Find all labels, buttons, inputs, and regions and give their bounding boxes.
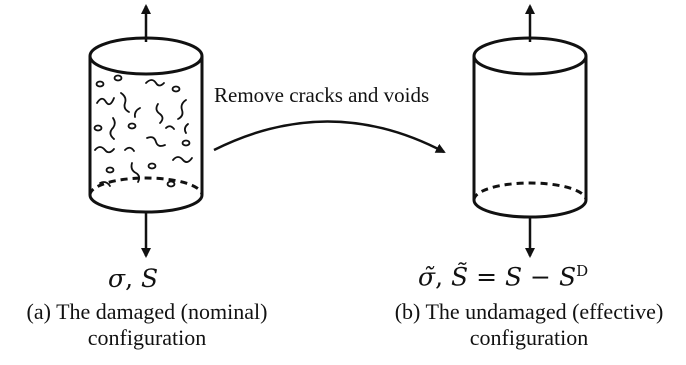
- crack: [120, 92, 130, 113]
- crack: [124, 146, 135, 152]
- left-caption: (a) The damaged (nominal) configuration: [0, 299, 294, 351]
- crack: [183, 123, 189, 134]
- void: [95, 80, 105, 88]
- transformation-label: Remove cracks and voids: [214, 83, 430, 107]
- void: [105, 166, 115, 174]
- damaged-cylinder: [88, 36, 204, 214]
- undamaged-cylinder-top-ellipse: [472, 36, 588, 76]
- crack: [130, 162, 141, 183]
- right-caption: (b) The undamaged (effective) configurat…: [372, 299, 686, 351]
- crack: [165, 125, 175, 130]
- crack: [145, 79, 165, 87]
- sigma-tilde-symbol: σ̃: [418, 262, 436, 292]
- void: [171, 85, 181, 93]
- right-caption-line2: configuration: [469, 325, 589, 350]
- void: [166, 180, 176, 188]
- void: [113, 74, 123, 82]
- crack: [172, 156, 193, 163]
- crack: [146, 136, 166, 147]
- comma: ,: [435, 262, 451, 292]
- crack: [177, 99, 187, 120]
- transformation-arrow: [213, 120, 446, 154]
- equals-sign: =: [468, 262, 505, 292]
- void: [181, 139, 191, 147]
- damaged-cylinder-bottom-front: [88, 194, 204, 214]
- crack: [109, 117, 116, 140]
- crack: [155, 103, 164, 124]
- undamaged-cylinder-bottom-front: [472, 199, 588, 219]
- crack: [94, 146, 115, 154]
- damage-superscript: D: [576, 262, 589, 280]
- sigma-symbol: σ: [108, 264, 126, 293]
- damaged-cylinder-bottom-back: [88, 176, 204, 196]
- void: [93, 124, 103, 132]
- S-symbol: S: [504, 262, 523, 292]
- S-tilde-symbol: S̃: [450, 262, 469, 292]
- S-symbol: S: [140, 264, 159, 293]
- undamaged-cylinder-bottom-back: [472, 181, 588, 201]
- left-caption-line1: (a) The damaged (nominal): [26, 299, 268, 324]
- nominal-quantities: σ, S: [108, 264, 158, 293]
- crack: [133, 107, 141, 118]
- left-caption-line2: configuration: [87, 325, 207, 350]
- damaged-cylinder-top-ellipse: [88, 36, 204, 76]
- cracks-and-voids: [93, 74, 193, 188]
- crack: [99, 181, 111, 187]
- void: [147, 162, 157, 170]
- minus-sign: −: [522, 262, 559, 292]
- undamaged-cylinder: [472, 36, 588, 219]
- S-symbol: S: [558, 262, 577, 292]
- load-arrows: [141, 4, 535, 258]
- effective-quantities: σ̃, S̃ = S − SD: [418, 262, 588, 291]
- crack: [96, 97, 115, 106]
- void: [127, 122, 137, 130]
- comma: ,: [125, 264, 141, 293]
- right-caption-line1: (b) The undamaged (effective): [394, 299, 664, 324]
